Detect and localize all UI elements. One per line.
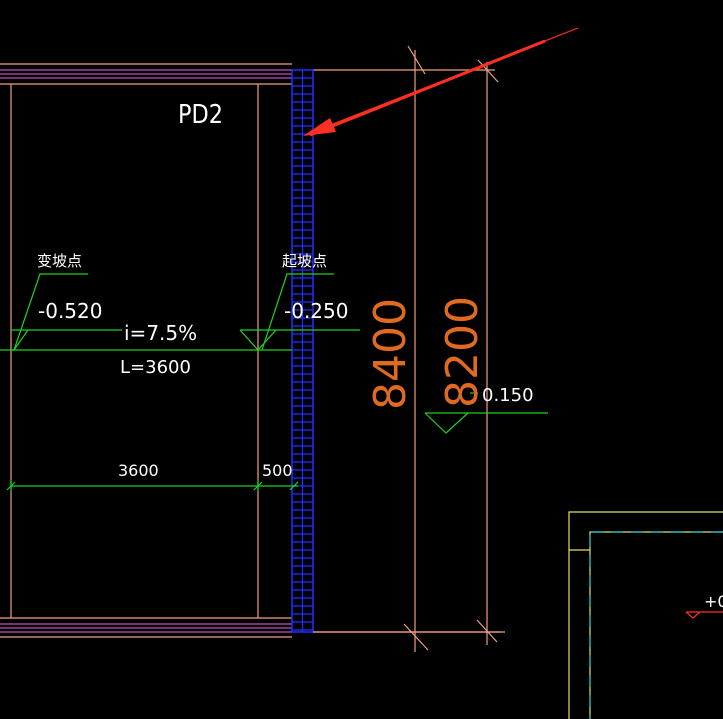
pd2-label: PD2 [178,100,223,130]
length-text: L=3600 [120,357,191,378]
blue-hatched-strip [291,69,314,633]
slope-text: i=7.5% [124,321,197,345]
right-room [568,511,723,719]
dim-8200: 8200 [437,296,488,408]
vertical-walls [10,84,259,618]
dim-8400: 8400 [365,298,416,410]
dim-500: 500 [262,461,293,480]
elevation-partial: +0 [704,592,723,611]
top-wall-band [0,63,430,85]
green-annotations [0,273,548,492]
red-arrow [303,27,579,137]
bottom-wall-band [0,617,505,638]
elevation-left: -0.520 [38,299,102,323]
elevation-right: -0.250 [284,299,348,323]
slope-start-point-label: 起坡点 [282,252,327,270]
slope-change-point-label: 变坡点 [37,252,82,270]
elevation-far: 0.150 [482,385,534,406]
dimension-lines [313,45,500,652]
dim-3600: 3600 [118,461,159,480]
